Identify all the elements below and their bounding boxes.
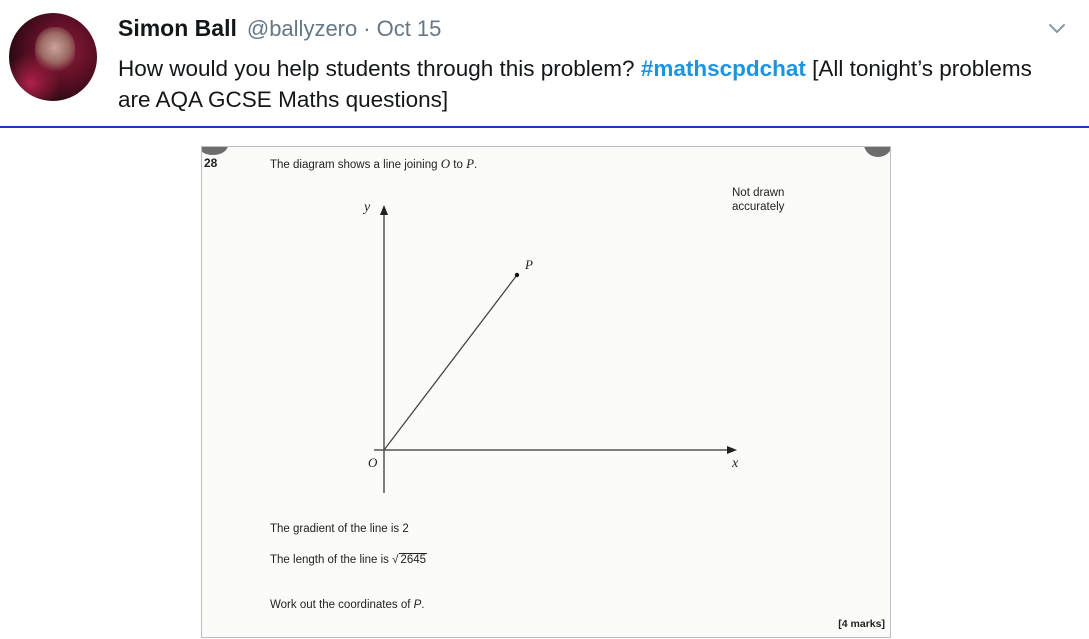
x-axis-arrow: [727, 446, 737, 454]
length-statement: The length of the line is √2645: [270, 553, 428, 566]
prompt-text: The diagram shows a line joining: [270, 159, 441, 171]
point-o-label: O: [440, 156, 451, 171]
question-prompt: The diagram shows a line joining O to P.: [270, 156, 477, 172]
tweet-header: Simon Ball @ballyzero · Oct 15: [118, 15, 441, 45]
question-image[interactable]: 28 The diagram shows a line joining O to…: [201, 146, 891, 638]
tweet-text-end: [All tonight’s problems are AQA GCSE Mat…: [118, 56, 1032, 112]
divider: [0, 126, 1089, 128]
question-number: 28: [204, 156, 218, 170]
sqrt-symbol: √: [392, 554, 399, 566]
tweet-date[interactable]: Oct 15: [376, 16, 442, 41]
origin-label: O: [368, 455, 378, 470]
point-p-label: P: [466, 156, 475, 171]
y-axis-label: y: [362, 200, 371, 215]
author-name[interactable]: Simon Ball: [118, 15, 237, 41]
avatar[interactable]: [9, 13, 97, 101]
point-p: [514, 272, 520, 278]
task-text-end: .: [421, 599, 425, 611]
task-point-label: P: [413, 599, 422, 611]
chevron-down-icon[interactable]: [1045, 16, 1069, 40]
hashtag-link[interactable]: #mathscpdchat: [640, 56, 806, 81]
task-statement: Work out the coordinates of P.: [270, 599, 425, 611]
tweet-text-start: How would you help students through this…: [118, 56, 641, 81]
prompt-text-mid: to: [450, 159, 467, 171]
photo-corner-shadow: [202, 147, 228, 155]
marks-label: [4 marks]: [838, 618, 885, 630]
p-label: P: [524, 257, 533, 272]
prompt-text-end: .: [474, 159, 478, 171]
not-drawn-note: Not drawn accurately: [732, 187, 785, 213]
x-axis-label: x: [731, 456, 739, 471]
coordinate-diagram: y x O P: [362, 200, 739, 493]
line-op: [383, 274, 518, 451]
separator-dot: ·: [363, 16, 371, 41]
length-text: The length of the line is: [270, 554, 393, 566]
photo-corner-shadow: [864, 147, 890, 157]
task-text: Work out the coordinates of: [270, 599, 414, 611]
length-value: 2645: [399, 553, 428, 566]
tweet-text: How would you help students through this…: [118, 53, 1048, 115]
author-handle[interactable]: @ballyzero: [246, 16, 358, 41]
gradient-statement: The gradient of the line is 2: [270, 523, 409, 535]
y-axis-arrow: [380, 205, 388, 215]
